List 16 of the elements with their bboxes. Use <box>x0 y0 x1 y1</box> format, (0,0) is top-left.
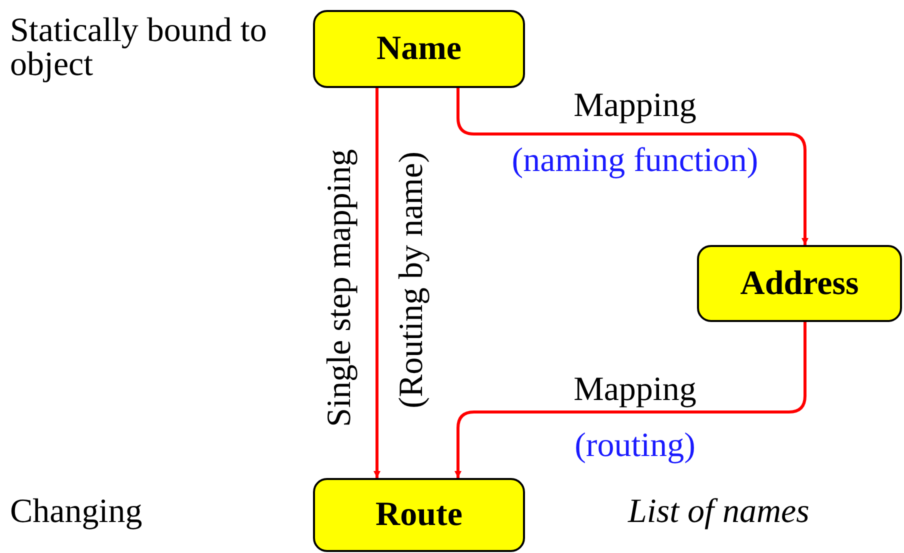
text-label: List of names <box>628 495 810 529</box>
text-label: (Routing by name) <box>395 152 429 408</box>
arrow <box>456 88 808 245</box>
text-label: Statically bound to object <box>10 14 268 82</box>
process-box <box>313 478 525 552</box>
process-box <box>697 245 902 322</box>
node-label: Route <box>376 498 462 532</box>
text-label: (routing) <box>574 429 696 463</box>
edge-label: Single step mapping <box>323 149 357 427</box>
process-box <box>313 10 525 88</box>
node-label: Address <box>740 266 859 300</box>
node-label: Name <box>376 32 462 66</box>
text-label: (naming function) <box>512 144 758 178</box>
text-label: Changing <box>10 495 142 529</box>
arrow <box>454 322 806 478</box>
arrow <box>374 88 380 478</box>
